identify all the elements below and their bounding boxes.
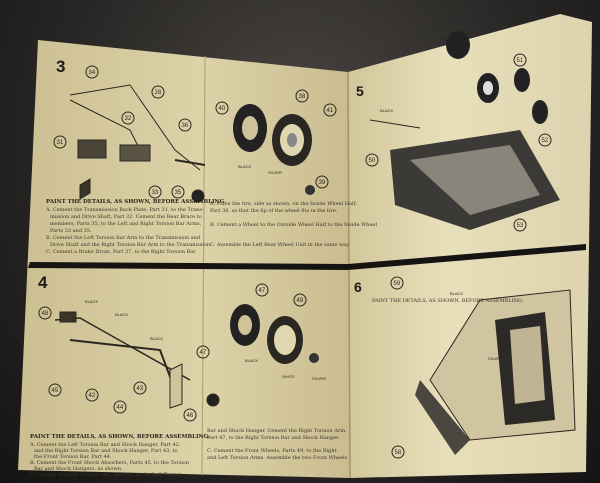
paint-label: BLACK: [150, 336, 163, 341]
step-3-callouts: 34 28 31 32 33 35 36: [53, 65, 192, 199]
instruction-line: C. Assemble the Left Rear Wheel Unit in …: [210, 242, 349, 248]
callout-label: 51: [517, 58, 524, 64]
callout-label: 58: [395, 450, 402, 456]
step-heading: PAINT THE DETAILS, AS SHOWN, BEFORE ASSE…: [372, 298, 524, 304]
callout-label: 33: [152, 190, 159, 196]
callout-label: 50: [369, 158, 376, 164]
paint-label: BLACK: [85, 299, 98, 304]
instruction-line: members, Parts 35, to the Left and Right…: [50, 221, 202, 227]
paint-label: SILVER: [488, 356, 502, 361]
step-heading: PAINT THE DETAILS, AS SHOWN, BEFORE ASSE…: [30, 434, 210, 440]
paint-label: BLACK: [440, 36, 453, 41]
callout-label: 40: [219, 106, 226, 112]
instruction-line: Part 47, to the Right Torsion Bar and Sh…: [207, 435, 340, 441]
callout-label: 47: [259, 288, 266, 294]
instruction-line: mission and Drive Shaft, Part 32. Cement…: [50, 214, 202, 220]
fold-line: [347, 71, 351, 479]
callout-label: 34: [89, 70, 96, 76]
paint-label: SILVER: [312, 376, 326, 381]
instruction-line: Bar and Shock Hangers, as shown.: [34, 466, 123, 472]
paint-label: BLACK: [380, 108, 393, 113]
callout-label: 28: [155, 90, 162, 96]
instruction-line: and Left Torsion Arms. Assemble the two …: [207, 455, 348, 461]
callout-label: 42: [89, 393, 96, 399]
step-4-diagram: [54, 311, 220, 409]
step-3-instructions: PAINT THE DETAILS, AS SHOWN, BEFORE ASSE…: [45, 199, 226, 255]
instruction-line: C. Cement the Front Wheels, Parts 49, to…: [207, 448, 337, 454]
instruction-line: the Front Torsion Bar, Part 44.: [34, 454, 112, 460]
instruction-line: C. Cement a Brake Drum, Part 37, to the …: [46, 249, 196, 255]
callout-label: 43: [137, 386, 144, 392]
callout-label: 52: [542, 138, 549, 144]
instruction-line: Parts 33 and 35.: [50, 228, 92, 234]
callout-label: 48: [42, 311, 49, 317]
instruction-line: Drive Shaft and the Right Torsion Bar Ar…: [50, 242, 211, 248]
step-3-diagram: [69, 84, 206, 203]
instruction-line: A. Place the tire, side as shown, on the…: [209, 201, 357, 207]
paint-label: SILVER: [268, 170, 282, 175]
step-heading: PAINT THE DETAILS, AS SHOWN, BEFORE ASSE…: [46, 199, 226, 205]
instruction-line: B. Cement the Front Shock Absorbers, Par…: [30, 460, 190, 466]
divider-band: [28, 244, 586, 270]
callout-label: 59: [394, 281, 401, 287]
callout-label: 31: [57, 140, 64, 146]
callout-label: 45: [52, 388, 59, 394]
callout-label: 32: [125, 116, 132, 122]
callout-label: 41: [327, 108, 334, 114]
step-number: 5: [356, 83, 364, 99]
instruction-line: and the Right Torsion Bar and Shock Hang…: [34, 448, 178, 454]
instruction-line: Part 38, so that the lip of the wheel fi…: [210, 208, 338, 214]
callout-label: 38: [299, 94, 306, 100]
paint-label: BLACK: [450, 291, 463, 296]
step-5-diagram: 50 51 52 53 BLACK BLACK: [365, 31, 560, 232]
callout-label: 49: [297, 298, 304, 304]
step-6-diagram: 59 58 BLACK SILVER PAINT THE DETAILS, AS…: [372, 276, 576, 459]
callout-label: 44: [117, 405, 124, 411]
step-number: 6: [354, 279, 362, 295]
left-page: [18, 40, 350, 478]
step-number: 4: [38, 273, 48, 292]
instruction-line: B. Cement a Wheel to the Outside Wheel H…: [210, 222, 377, 228]
callout-label: 53: [517, 223, 524, 229]
paint-label: WHITE: [282, 374, 295, 379]
paint-label: BLACK: [115, 312, 128, 317]
instruction-line: Bar and Shock Hanger. Cement the Right T…: [207, 428, 347, 434]
callout-label: 46: [187, 413, 194, 419]
paint-label: BLACK: [238, 164, 251, 169]
front-wheel-diagram: 47 49 BLACK WHITE SILVER Bar and Shock H…: [207, 283, 348, 461]
callout-label: 47: [200, 350, 207, 356]
step-4-instructions: PAINT THE DETAILS, AS SHOWN, BEFORE ASSE…: [29, 434, 210, 478]
instruction-line: C. Cement the Left Torsion Arm, Part 46,…: [30, 472, 183, 478]
callout-label: 36: [182, 123, 189, 129]
paint-label: BLACK: [245, 358, 258, 363]
step-number: 3: [56, 57, 65, 76]
instruction-line: B. Cement the Left Torsion Bar Arm to th…: [46, 235, 201, 241]
callout-label: 35: [175, 190, 182, 196]
rear-wheel-diagram: 38 40 41 39 BLACK SILVER A. Place the ti…: [209, 89, 377, 248]
instruction-line: A. Cement the Transmission Back Plate, P…: [45, 207, 204, 213]
callout-label: 39: [319, 180, 326, 186]
step-4-callouts: 48 42 44 45 43 47 46 BLACK BLACK BLACK: [38, 299, 210, 422]
instruction-line: A. Cement the Left Torsion Bar and Shock…: [29, 442, 181, 448]
